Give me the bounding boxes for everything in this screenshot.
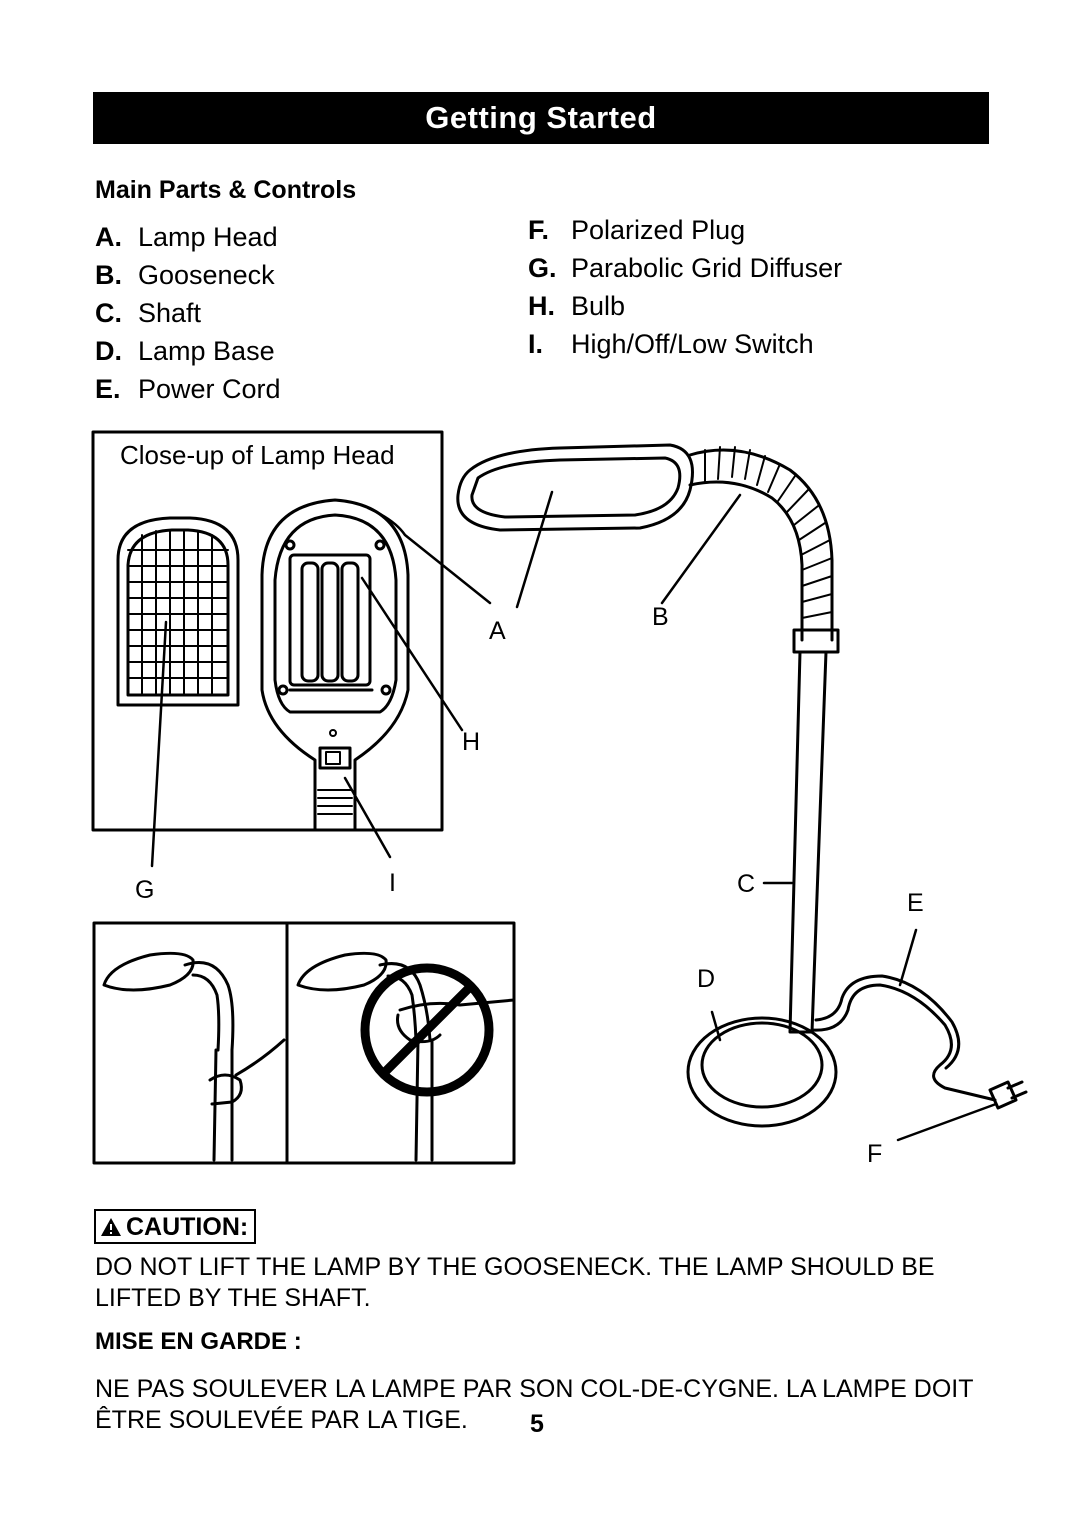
callout-c: C xyxy=(737,870,756,898)
callout-i: I xyxy=(389,869,396,897)
parts-list-left: A. Lamp Head B. Gooseneck C. Shaft D. Lamp B… xyxy=(95,218,281,408)
caution-badge: CAUTION: xyxy=(94,1209,257,1244)
part-letter: G. xyxy=(528,253,557,283)
panel1-hand xyxy=(234,1038,286,1077)
caution-text-fr: NE PAS SOULEVER LA LAMPE PAR SON COL-DE-… xyxy=(95,1375,974,1434)
callout-d: D xyxy=(697,965,716,993)
callout-a: A xyxy=(489,617,506,645)
part-label: Power Cord xyxy=(138,374,281,404)
callout-g: G xyxy=(135,876,155,904)
part-letter: C. xyxy=(95,298,122,328)
callout-f: F xyxy=(867,1140,883,1168)
parts-list-right: F. Polarized Plug G. Parabolic Grid Diffus… xyxy=(528,211,842,363)
part-letter: F. xyxy=(528,215,550,245)
part-letter: E. xyxy=(95,374,121,404)
part-label: Shaft xyxy=(138,298,202,328)
caution-label-fr: MISE EN GARDE : xyxy=(95,1328,302,1355)
part-letter: I. xyxy=(528,329,544,359)
callout-b: B xyxy=(652,603,669,631)
polarized-plug xyxy=(988,1080,1018,1110)
diffuser-grid-lines xyxy=(127,529,229,696)
panel1-lamp xyxy=(102,951,195,992)
list-item: D. Lamp Base xyxy=(95,332,281,370)
part-label: High/Off/Low Switch xyxy=(571,329,814,359)
page-number: 5 xyxy=(530,1410,544,1438)
callout-h: H xyxy=(462,728,481,756)
prohibition-icon xyxy=(360,963,494,1097)
closeup-frame xyxy=(91,430,444,832)
part-label: Polarized Plug xyxy=(571,215,746,245)
list-item: F. Polarized Plug xyxy=(528,211,842,249)
gooseneck-coils xyxy=(704,446,833,619)
part-label: Parabolic Grid Diffuser xyxy=(571,253,843,283)
lamp-base xyxy=(686,1016,838,1128)
part-label: Lamp Head xyxy=(138,222,278,252)
usage-panels xyxy=(92,921,516,1165)
part-letter: B. xyxy=(95,260,122,290)
caution-label: CAUTION: xyxy=(126,1212,249,1241)
warning-icon xyxy=(101,1218,121,1236)
caution-text-en: DO NOT LIFT THE LAMP BY THE GOOSENECK. T… xyxy=(95,1253,935,1312)
power-cord xyxy=(810,983,997,1102)
section-banner: Getting Started xyxy=(93,92,989,144)
panel2-lamp xyxy=(296,951,388,992)
list-item: H. Bulb xyxy=(528,287,842,325)
list-item: A. Lamp Head xyxy=(95,218,281,256)
panel2-hand xyxy=(398,998,516,1012)
part-letter: H. xyxy=(528,291,555,321)
part-label: Lamp Base xyxy=(138,336,275,366)
lamp-head xyxy=(456,443,694,532)
list-item: I. High/Off/Low Switch xyxy=(528,325,842,363)
grid-diffuser xyxy=(116,516,240,707)
part-label: Gooseneck xyxy=(138,260,275,290)
parts-heading: Main Parts & Controls xyxy=(95,176,357,204)
shaft xyxy=(788,650,828,1034)
list-item: E. Power Cord xyxy=(95,370,281,408)
shaft-collar xyxy=(792,628,840,654)
callout-e: E xyxy=(907,889,924,917)
list-item: C. Shaft xyxy=(95,294,281,332)
part-letter: D. xyxy=(95,336,122,366)
list-item: G. Parabolic Grid Diffuser xyxy=(528,249,842,287)
switch-closeup xyxy=(318,746,352,770)
closeup-title: Close-up of Lamp Head xyxy=(120,440,395,470)
list-item: B. Gooseneck xyxy=(95,256,281,294)
lamp-head-closeup xyxy=(260,498,410,832)
part-label: Bulb xyxy=(571,291,626,321)
part-letter: A. xyxy=(95,222,122,252)
